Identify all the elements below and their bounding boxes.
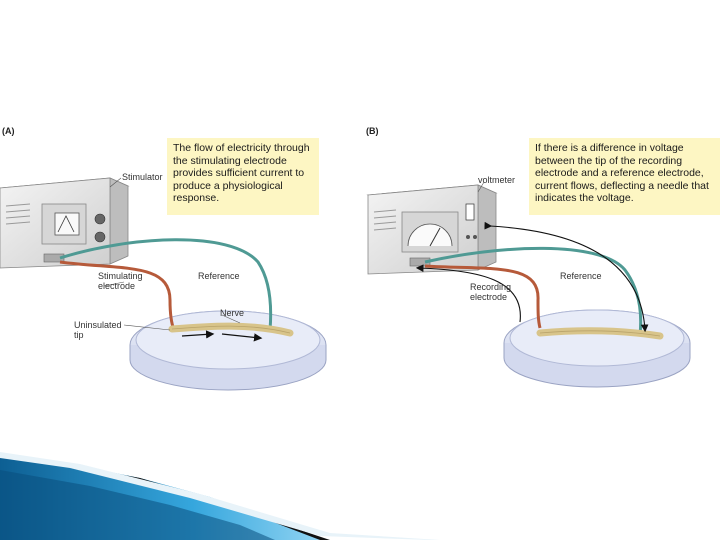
voltmeter-label: voltmeter	[478, 175, 516, 185]
reference-wire-a	[59, 238, 273, 331]
reference-label-a: Reference	[198, 271, 240, 281]
recording-electrode-label: Recording electrode	[470, 282, 512, 302]
panel-a-letter: (A)	[2, 126, 15, 136]
stimulating-wire-a	[59, 260, 176, 331]
nerve-label: Nerve	[220, 308, 245, 318]
current-arrow-top	[484, 221, 649, 333]
current-arrow-1	[181, 330, 215, 339]
stimulator-device	[0, 177, 130, 269]
uninsulated-tip-label: Uninsulated tip	[74, 320, 122, 340]
stimulating-electrode-label: Stimulating electrode	[98, 271, 143, 291]
reference-label-b: Reference	[560, 271, 602, 281]
current-arrow-bottom	[415, 264, 521, 323]
current-arrow-2	[221, 333, 263, 342]
voltmeter-device	[366, 184, 498, 275]
stimulator-label: Stimulator	[122, 172, 163, 182]
slide-decoration-swoosh	[0, 452, 440, 540]
panel-b-letter: (B)	[366, 126, 379, 136]
panel-a-caption: The flow of electricity through the stim…	[167, 138, 319, 215]
petri-dish-b	[503, 309, 691, 388]
panel-b-caption: If there is a difference in voltage betw…	[529, 138, 720, 215]
